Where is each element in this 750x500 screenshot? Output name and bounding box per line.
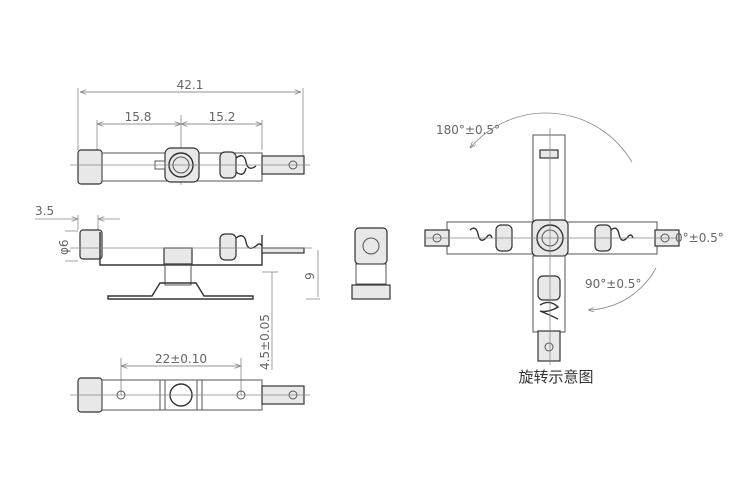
- top-view: 42.1 15.8 15.2: [70, 78, 310, 185]
- side-view: 3.5 φ6 9 4.5±0.05: [35, 204, 320, 370]
- end-view: [351, 227, 391, 300]
- rotation-caption: 旋转示意图: [518, 368, 593, 386]
- rotation-diagram: 180°±0.5° 0°±0.5° 90°±0.5° 旋转示意图: [424, 112, 724, 386]
- dim-base-height: 4.5±0.05: [258, 314, 272, 370]
- label-angle-90: 90°±0.5°: [585, 277, 641, 291]
- label-angle-0: 0°±0.5°: [675, 231, 724, 245]
- label-angle-180: 180°±0.5°: [436, 123, 500, 137]
- dim-height: 9: [303, 272, 317, 280]
- dim-overall-length: 42.1: [177, 78, 204, 92]
- dim-cap-offset: 3.5: [35, 204, 54, 218]
- dim-left-to-center: 15.8: [125, 110, 152, 124]
- dim-center-to-right: 15.2: [209, 110, 236, 124]
- dim-cap-diameter: φ6: [57, 239, 71, 255]
- dim-hole-spacing: 22±0.10: [155, 352, 207, 366]
- bottom-view: 22±0.10: [70, 352, 310, 413]
